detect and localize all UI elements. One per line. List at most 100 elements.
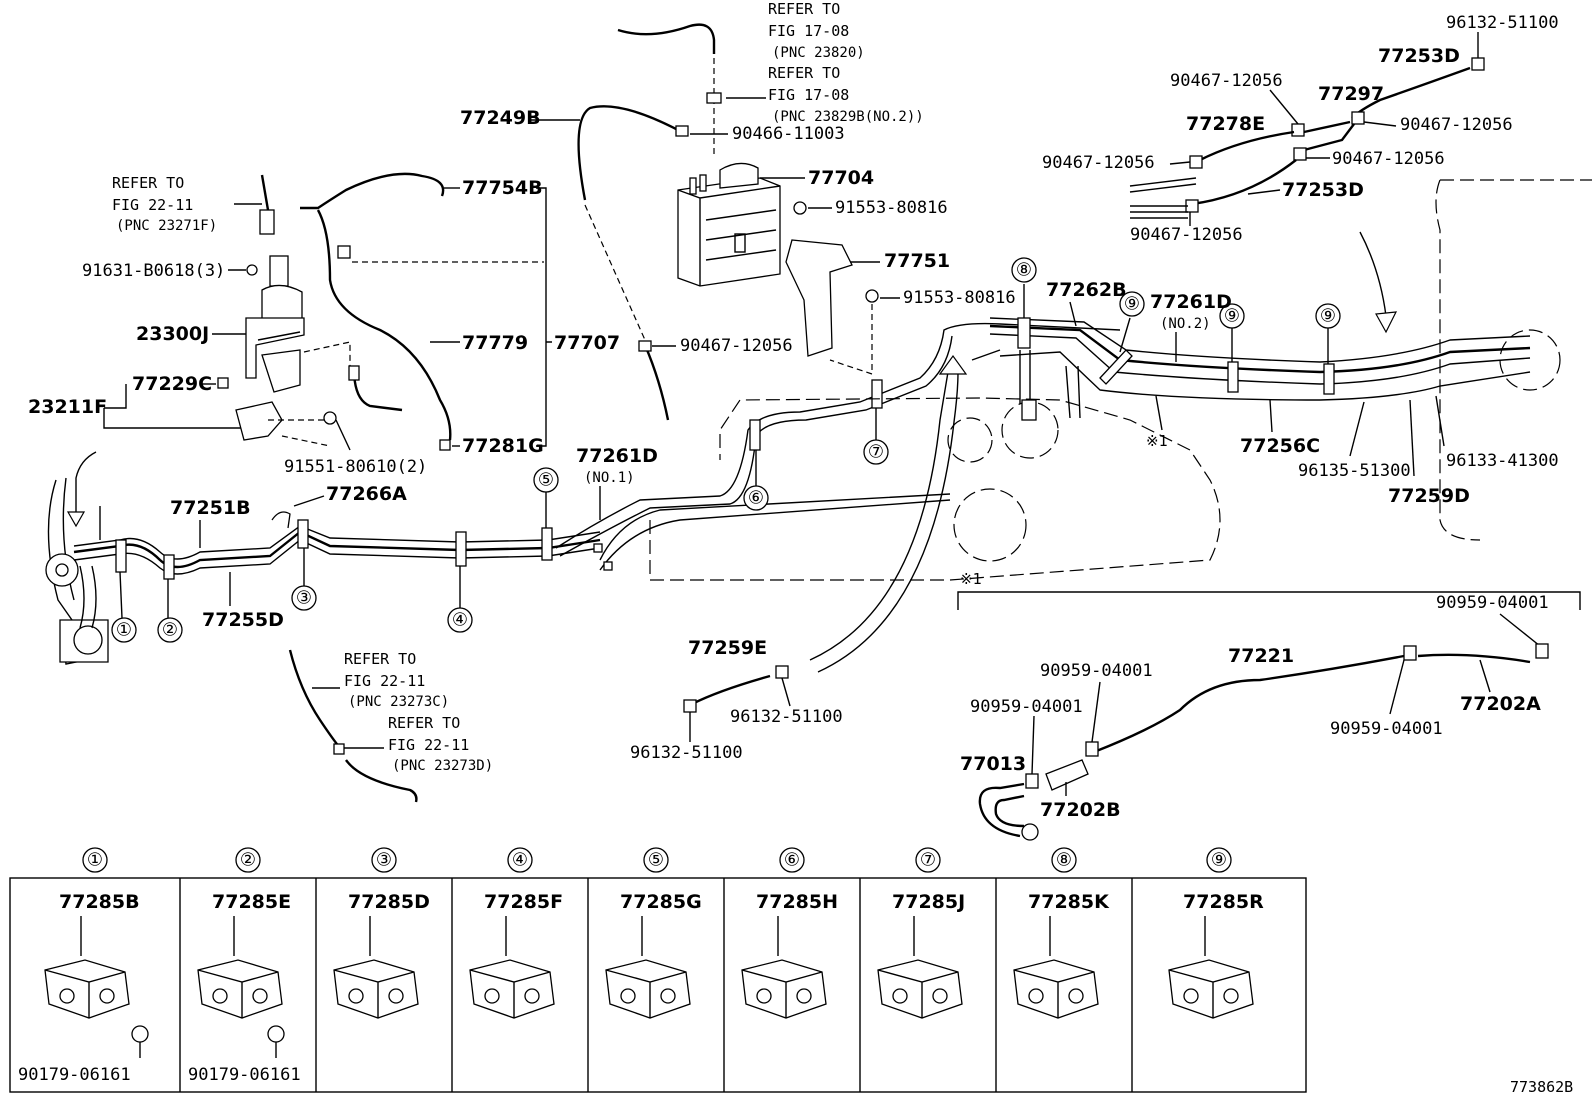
svg-text:(PNC 23271F): (PNC 23271F) — [116, 218, 217, 234]
curved-arrow-icon — [809, 371, 949, 661]
clamp-icon — [115, 539, 127, 573]
callout-2 — [157, 617, 183, 643]
svg-text:REFER TO: REFER TO — [768, 0, 840, 18]
label-77253D-bot: 77253D — [1282, 179, 1364, 201]
clip — [683, 699, 697, 713]
inset-bracket — [957, 591, 1581, 610]
clip — [333, 743, 345, 755]
table-part-label: 77285K — [1028, 891, 1110, 913]
refer-note-fig-17-08-b: REFER TO FIG 17-08 (PNC 23829B(NO.2)) — [768, 64, 924, 125]
label-77266A: 77266A — [326, 483, 407, 505]
label-90467-12056-a: 90467-12056 — [1170, 71, 1283, 91]
label-77704: 77704 — [808, 167, 874, 189]
bolt-icon — [865, 289, 879, 303]
clamp-icon — [877, 959, 963, 1019]
table-part-label: 77285E — [212, 891, 291, 913]
svg-text:(PNC 23273C): (PNC 23273C) — [348, 694, 449, 710]
label-77261D-no1: 77261D — [576, 445, 658, 467]
svg-text:REFER TO: REFER TO — [344, 650, 416, 668]
label-77253D-top: 77253D — [1378, 45, 1460, 67]
svg-text:FIG 17-08: FIG 17-08 — [768, 86, 849, 104]
svg-text:(PNC 23273D): (PNC 23273D) — [392, 758, 493, 774]
clip — [1535, 643, 1549, 659]
clamp-icon — [469, 959, 555, 1019]
nut-icon — [217, 377, 229, 389]
callout-7 — [863, 439, 889, 465]
table-callout-1: ① — [82, 847, 108, 873]
label-96132-51100-r: 96132-51100 — [730, 707, 843, 727]
table-callout-6: ⑥ — [779, 847, 805, 873]
figure-id: 773862B — [1510, 1078, 1573, 1096]
label-77261D-no2: 77261D — [1150, 291, 1232, 313]
clamp-icon — [44, 959, 130, 1019]
label-90466-11003: 90466-11003 — [732, 124, 845, 144]
clamp-icon — [871, 379, 883, 409]
refer-note-fig-22-11-a: REFER TO FIG 22-11 (PNC 23271F) — [112, 174, 217, 234]
label-77297: 77297 — [1318, 83, 1384, 105]
table-part-label: 77285H — [756, 891, 838, 913]
label-77259E: 77259E — [688, 637, 767, 659]
label-77202B: 77202B — [1040, 799, 1121, 821]
label-96135-51300: 96135-51300 — [1298, 461, 1411, 481]
hose-clip — [706, 92, 722, 104]
curved-arrow-icon — [1359, 231, 1387, 317]
label-77262B: 77262B — [1046, 279, 1127, 301]
label-77281G: 77281G — [462, 435, 544, 457]
clip — [1025, 773, 1039, 789]
label-77259D: 77259D — [1388, 485, 1470, 507]
label-77751: 77751 — [884, 250, 950, 272]
label-star1-b: ※1 — [960, 570, 982, 588]
clip — [337, 245, 351, 259]
nut-icon — [131, 1025, 149, 1043]
svg-text:⑥: ⑥ — [748, 488, 764, 509]
clamp-icon — [741, 959, 827, 1019]
clamp-icon — [297, 519, 309, 549]
svg-text:⑧: ⑧ — [1016, 260, 1032, 281]
refer-note-fig-17-08-a: REFER TO FIG 17-08 (PNC 23820) — [768, 0, 865, 61]
label-77249B: 77249B — [460, 107, 541, 129]
table-callout-9: ⑨ — [1206, 847, 1232, 873]
label-no2: (NO.2) — [1160, 316, 1211, 332]
svg-text:REFER TO: REFER TO — [768, 64, 840, 82]
svg-text:REFER TO: REFER TO — [112, 174, 184, 192]
vent-hose — [617, 23, 716, 54]
table-part-label: 77285D — [348, 891, 430, 913]
clip — [1403, 645, 1417, 661]
clip-90466-11003 — [675, 125, 689, 137]
pipe-77202B — [1045, 759, 1089, 791]
label-23211F: 23211F — [28, 396, 107, 418]
label-23300J: 23300J — [136, 323, 209, 345]
callout-9c — [1315, 303, 1341, 329]
table-extra-label: 90179-06161 — [188, 1065, 301, 1085]
label-77251B: 77251B — [170, 497, 251, 519]
label-77278E: 77278E — [1186, 113, 1265, 135]
label-96132-51100-tr: 96132-51100 — [1446, 13, 1559, 33]
connector — [259, 209, 275, 235]
tank-outline — [649, 397, 1221, 581]
callout-5 — [533, 467, 559, 493]
callout-8 — [1011, 257, 1037, 283]
clamp-icon — [541, 527, 553, 561]
clamp-icon — [333, 959, 419, 1019]
clip — [1189, 155, 1203, 169]
label-90959-04001-m: 90959-04001 — [1040, 661, 1153, 681]
charcoal-canister-icon — [677, 162, 781, 287]
label-77707: 77707 — [554, 332, 620, 354]
label-77256C: 77256C — [1240, 435, 1320, 457]
svg-text:⑤: ⑤ — [538, 470, 554, 491]
clip — [1351, 111, 1365, 125]
callout-9a — [1119, 291, 1145, 317]
table-part-label: 77285J — [892, 891, 965, 913]
label-90959-04001-tr: 90959-04001 — [1436, 593, 1549, 613]
label-77221: 77221 — [1228, 645, 1294, 667]
table-callout-2: ② — [235, 847, 261, 873]
svg-text:④: ④ — [452, 610, 468, 631]
svg-text:⑨: ⑨ — [1124, 294, 1140, 315]
clamp-icon — [605, 959, 691, 1019]
svg-text:REFER TO: REFER TO — [388, 714, 460, 732]
label-96133-41300: 96133-41300 — [1446, 451, 1559, 471]
table-part-label: 77285B — [59, 891, 140, 913]
hose-77779 — [316, 209, 452, 441]
svg-text:③: ③ — [376, 850, 392, 871]
clamp-icon — [1323, 363, 1335, 395]
